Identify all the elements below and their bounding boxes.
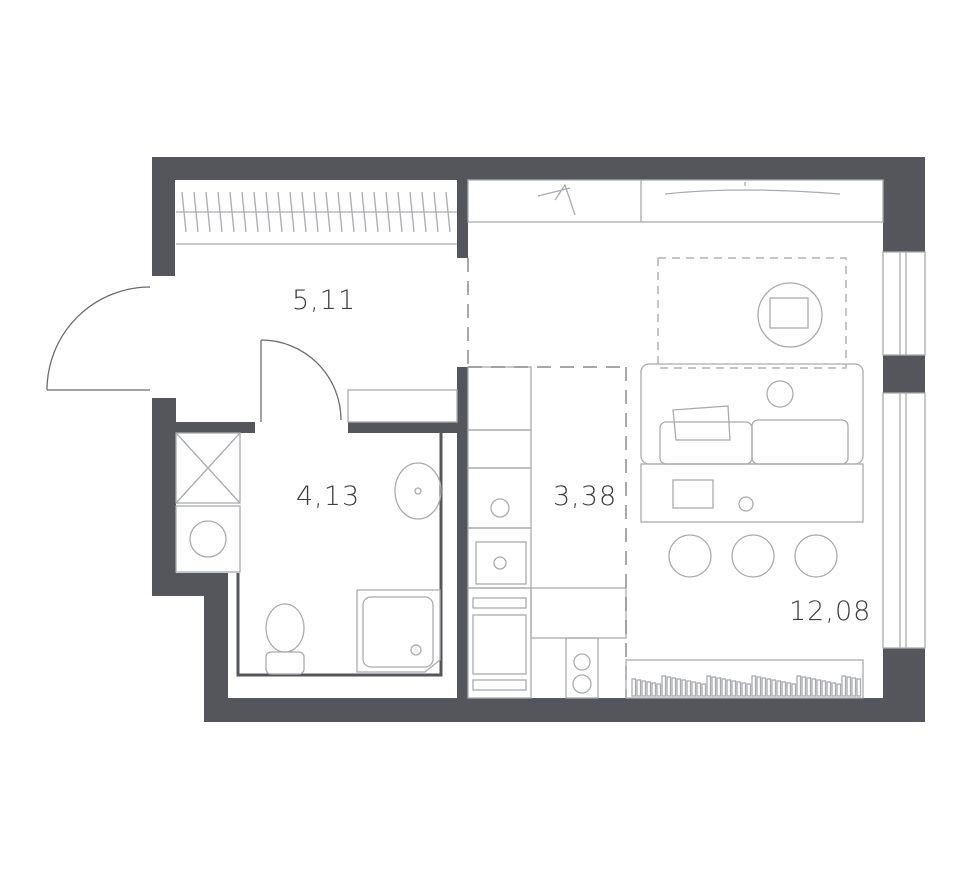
book [761, 677, 767, 697]
book [736, 681, 742, 697]
book [786, 682, 792, 697]
shelf-top [467, 179, 884, 223]
kitchen-units [467, 366, 627, 699]
book [846, 676, 852, 697]
book [681, 679, 687, 697]
book [716, 677, 722, 697]
book [656, 683, 662, 697]
book [801, 676, 807, 697]
wardrobe-hanger [421, 191, 427, 233]
wardrobe-hanger [301, 191, 307, 233]
room-area-hallway: 5,11 [292, 285, 357, 316]
book [726, 679, 732, 697]
wardrobe-hanger [361, 191, 367, 233]
book [741, 682, 747, 697]
wardrobe [176, 191, 457, 245]
wardrobe-hanger [241, 191, 247, 233]
book [791, 683, 797, 697]
book [696, 682, 702, 697]
wardrobe-hanger [289, 191, 295, 233]
book [821, 680, 827, 697]
bathroom-fixtures [265, 389, 458, 675]
book [651, 682, 657, 697]
room-area-bathroom: 4,13 [296, 481, 361, 512]
book [806, 677, 812, 697]
book [646, 681, 652, 697]
bathroom-door[interactable] [260, 339, 342, 422]
wardrobe-hanger [253, 191, 259, 233]
book [766, 678, 772, 697]
book [671, 677, 677, 697]
entrance-door[interactable] [46, 286, 151, 391]
book [711, 676, 717, 697]
bookshelf [625, 659, 864, 699]
wardrobe-hanger [325, 191, 331, 233]
wardrobe-hanger [445, 191, 451, 233]
book [731, 680, 737, 697]
book [826, 681, 832, 697]
book [841, 675, 847, 697]
book [781, 681, 787, 697]
book [721, 678, 727, 697]
wardrobe-hanger [409, 191, 415, 233]
wardrobe-hanger [265, 191, 271, 233]
book [856, 678, 862, 697]
wardrobe-hanger [313, 191, 319, 233]
book [701, 683, 707, 697]
wardrobe-hanger [433, 191, 439, 233]
book [851, 677, 857, 697]
book [686, 680, 692, 697]
book [676, 678, 682, 697]
wardrobe-hanger [337, 191, 343, 233]
book [836, 683, 842, 697]
book [756, 676, 762, 697]
book [816, 679, 822, 697]
book [706, 675, 712, 697]
book [631, 678, 637, 697]
book [691, 681, 697, 697]
windows [882, 251, 926, 649]
book [661, 675, 667, 697]
wardrobe-hanger [373, 191, 379, 233]
book [641, 680, 647, 697]
outer-walls [152, 157, 925, 722]
room-area-kitchen: 3,38 [553, 481, 618, 512]
book [831, 682, 837, 697]
wardrobe-hanger [229, 191, 235, 233]
book [666, 676, 672, 697]
book [796, 675, 802, 697]
book [746, 683, 752, 697]
book [771, 679, 777, 697]
partitions [176, 180, 468, 698]
wardrobe-hanger [349, 191, 355, 233]
zone-dividers [467, 257, 847, 698]
wardrobe-hanger [277, 191, 283, 233]
wardrobe-hanger [385, 191, 391, 233]
room-area-living-room: 12,08 [789, 596, 872, 627]
book [776, 680, 782, 697]
book [811, 678, 817, 697]
wardrobe-hanger [181, 191, 187, 233]
wardrobe-hanger [193, 191, 199, 233]
wardrobe-hanger [217, 191, 223, 233]
washing-machine [175, 432, 241, 573]
wardrobe-hanger [397, 191, 403, 233]
wardrobe-hanger [205, 191, 211, 233]
sofa-and-table [640, 282, 864, 578]
book [751, 675, 757, 697]
book [636, 679, 642, 697]
